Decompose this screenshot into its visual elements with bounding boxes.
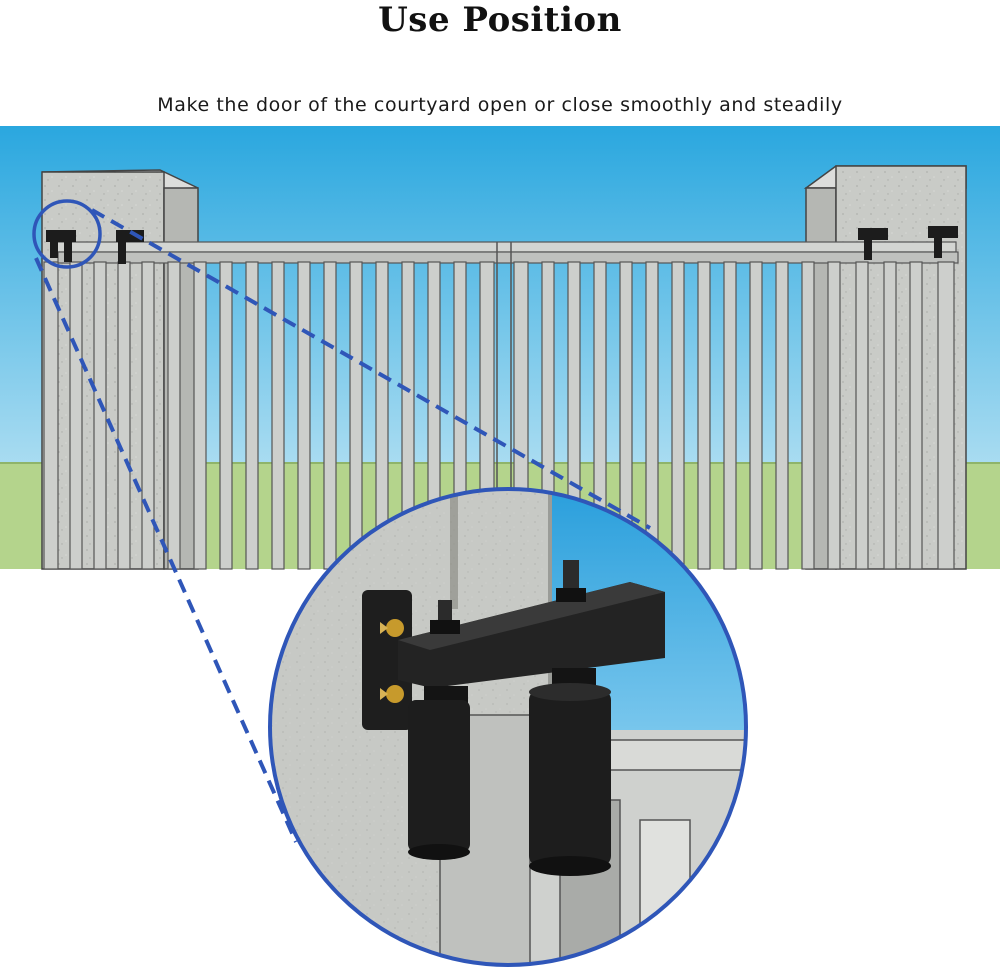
page-subtitle: Make the door of the courtyard open or c… (157, 94, 843, 116)
hex-nut-icon (430, 620, 460, 634)
hex-nut-icon (556, 588, 586, 602)
roller-guides-small (46, 226, 958, 264)
zoom-ring (268, 487, 748, 967)
wing-nut-icon (380, 685, 404, 703)
callout (32, 199, 651, 843)
page-title: Use Position (378, 0, 622, 40)
wing-nut-icon (380, 619, 404, 637)
